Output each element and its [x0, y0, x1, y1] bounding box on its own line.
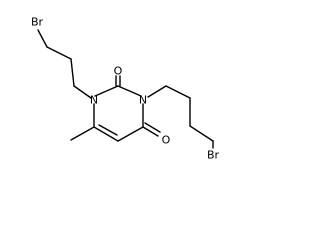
- bond-c3-c4-lower: [189, 125, 214, 142]
- bond-c6-methyl: [70, 126, 95, 141]
- upper-bromobutyl-chain: [37, 29, 92, 99]
- bond-c4-o-b: [144, 122, 161, 133]
- bond-c5-c6: [93, 126, 119, 142]
- pyrimidinedione-ring: [93, 85, 144, 142]
- bond-c2-c3-upper: [70, 58, 75, 87]
- bond-c2-n3: [117, 85, 142, 97]
- bond-n1-c2: [94, 85, 119, 97]
- bond-c1-c2-upper: [46, 46, 72, 60]
- bond-c5-c6-inner: [98, 124, 118, 136]
- atom-n1: N: [90, 94, 98, 107]
- atom-o-c2: O: [114, 65, 123, 78]
- bond-c4-o-a: [142, 126, 159, 137]
- atom-br-bottom: Br: [207, 149, 220, 162]
- bond-c4-c5: [117, 126, 144, 142]
- bond-n3-c1-lower: [147, 85, 167, 98]
- atom-br-top: Br: [31, 16, 44, 29]
- chemical-structure-diagram: Br N N O O Br: [31, 16, 220, 162]
- bond-c1-c2-lower: [165, 85, 191, 99]
- atom-n3: N: [139, 94, 147, 107]
- carbonyl-c2: [115, 75, 121, 87]
- bond-br-c1-upper: [37, 29, 48, 48]
- lower-bromobutyl-chain: [147, 85, 214, 149]
- carbonyl-c4: [142, 122, 161, 137]
- bond-c3-c4-upper: [73, 85, 92, 99]
- atom-o-c4: O: [162, 134, 171, 147]
